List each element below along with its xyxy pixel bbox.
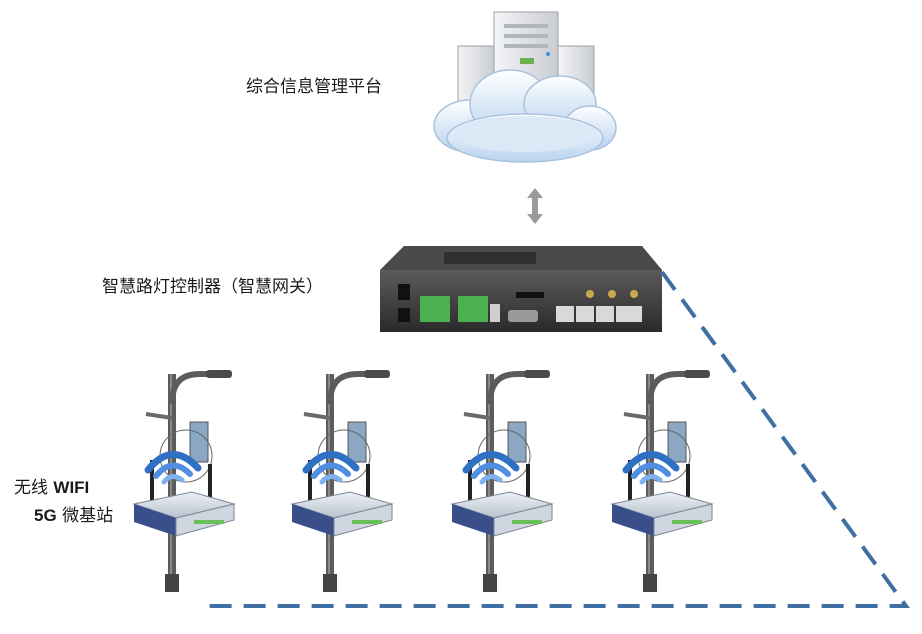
street-light-station [612,370,712,592]
gateway-device-icon [380,246,662,332]
station-label-5g: 5G [34,506,57,525]
wireless-link-dashed [200,270,910,608]
street-light-station [134,370,234,592]
cloud-server-icon [433,11,617,163]
controller-label: 智慧路灯控制器（智慧网关） [102,277,323,297]
street-light-station [452,370,552,592]
platform-label: 综合信息管理平台 [246,77,382,97]
station-label-prefix: 无线 [14,478,54,498]
arrow-updown-icon [527,188,543,224]
station-label-wifi: WIFI [53,478,90,497]
station-label: 无线 WIFI 5G 微基站 [14,474,113,530]
street-light-station [292,370,392,592]
station-label-suffix: 微基站 [56,506,114,526]
